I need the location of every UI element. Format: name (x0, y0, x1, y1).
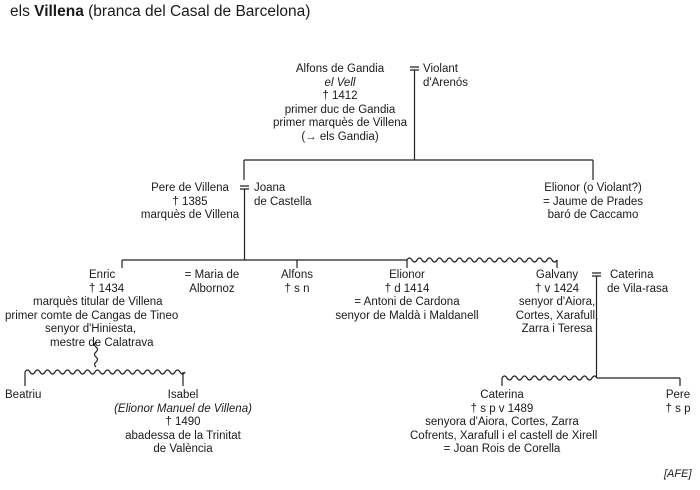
name-2: de Castella (254, 195, 312, 208)
name-2: d'Arenós (423, 76, 469, 89)
title-2: Cofrents, Xarafull i el castell de Xirel… (410, 429, 598, 442)
name: Caterina (480, 389, 524, 401)
title-2: de València (153, 443, 213, 455)
source-credit: [AFE] (664, 468, 692, 480)
name: Beatriu (5, 389, 42, 401)
name: Alfons de Gandia (295, 63, 385, 75)
wavy-bar-enric-children (24, 369, 186, 375)
person-elionor: Elionor † d 1414 = Antoni de Cardona sen… (332, 269, 482, 323)
name: Alfons (281, 269, 313, 281)
marriage-sign-pere (240, 185, 249, 260)
wavy-bar-gen3 (406, 257, 558, 263)
title-1: senyor d'Aiora, (518, 296, 596, 308)
spouse: = Jaume de Prades (542, 195, 644, 208)
person-pere: Pere † s p (658, 389, 698, 416)
person-caterina-de-vila-rasa: Caterina de Vila-rasa (607, 269, 668, 296)
person-maria-de-albornoz: = Maria de Albornoz (174, 269, 250, 296)
title-2: primer comte de Cangas de Tineo (5, 309, 179, 322)
name-2: Albornoz (189, 282, 235, 295)
marriage-sign-alfons (410, 66, 419, 160)
death: † s n (284, 282, 310, 295)
person-violant-d-arenos: Violant d'Arenós (423, 63, 468, 90)
wavy-drop-enric (93, 341, 99, 368)
death: † s p (665, 402, 691, 415)
name: Elionor (389, 269, 425, 281)
person-isabel: Isabel (Elionor Manuel de Villena) † 149… (110, 389, 256, 457)
title-1: marquès titular de Villena (33, 296, 163, 308)
title-1: primer duc de Gandia (284, 103, 396, 116)
alt-name: (Elionor Manuel de Villena) (114, 402, 252, 415)
title-1: senyora d'Aiora, Cortes, Zarra (425, 416, 579, 428)
title-4: mestre de Calatrava (50, 336, 154, 349)
person-joana-de-castella: Joana de Castella (254, 182, 312, 209)
death: † 1490 (165, 416, 201, 428)
title-3: senyor d'Hiniesta, (45, 323, 137, 335)
death: † 1434 (89, 282, 125, 295)
wavy-bar-galvany-children (501, 375, 598, 381)
person-galvany: Galvany † v 1424 senyor d'Aiora, Cortes,… (510, 269, 604, 337)
name: Isabel (167, 389, 199, 401)
name: Elionor (o Violant?) (544, 182, 642, 194)
death: † 1385 (172, 195, 208, 208)
title: marquès de Villena (140, 209, 240, 221)
name: Caterina (610, 269, 654, 281)
person-alfons-child: Alfons † s n (272, 269, 322, 296)
name: Galvany (535, 269, 579, 281)
name: Enric (89, 269, 116, 281)
name-2: de Vila-rasa (607, 282, 669, 295)
title-prefix: els (10, 3, 30, 20)
death: † 1412 (322, 90, 358, 102)
person-elionor-o-violant: Elionor (o Violant?) = Jaume de Prades b… (533, 182, 653, 223)
name: Pere (665, 389, 691, 401)
name: Violant (423, 63, 458, 75)
person-pere-de-villena: Pere de Villena † 1385 marquès de Villen… (138, 182, 242, 223)
death: † s p v 1489 (470, 402, 534, 415)
epithet: el Vell (324, 76, 356, 89)
name: Joana (254, 182, 286, 194)
title-family-name: Villena (34, 3, 84, 20)
name: = Maria de (184, 269, 240, 281)
title-2: primer marquès de Villena (272, 117, 408, 129)
title-1: abadessa de la Trinitat (125, 429, 241, 442)
death: † v 1424 (534, 282, 580, 295)
person-enric: Enric † 1434 marquès titular de Villena … (5, 269, 205, 350)
title-2: Cortes, Xarafull, (515, 309, 599, 322)
spouse: = Joan Rois de Corella (443, 443, 561, 455)
name: Pere de Villena (151, 182, 229, 194)
title: baró de Caccamo (547, 209, 639, 221)
person-alfons-de-gandia: Alfons de Gandia el Vell † 1412 primer d… (270, 63, 410, 144)
spouse: = Antoni de Cardona (354, 296, 460, 308)
spouse-title: senyor de Maldà i Maldanell (335, 309, 479, 322)
person-beatriu: Beatriu (5, 389, 41, 403)
marriage-sign-galvany (592, 272, 601, 378)
title-subtitle: (branca del Casal de Barcelona) (88, 3, 311, 20)
title-3: Zarra i Teresa (521, 323, 593, 335)
person-caterina: Caterina † s p v 1489 senyora d'Aiora, C… (410, 389, 598, 457)
death: † d 1414 (384, 282, 430, 295)
page-title: els Villena (branca del Casal de Barcelo… (10, 3, 310, 21)
cross-reference: (→ els Gandia) (301, 130, 379, 143)
